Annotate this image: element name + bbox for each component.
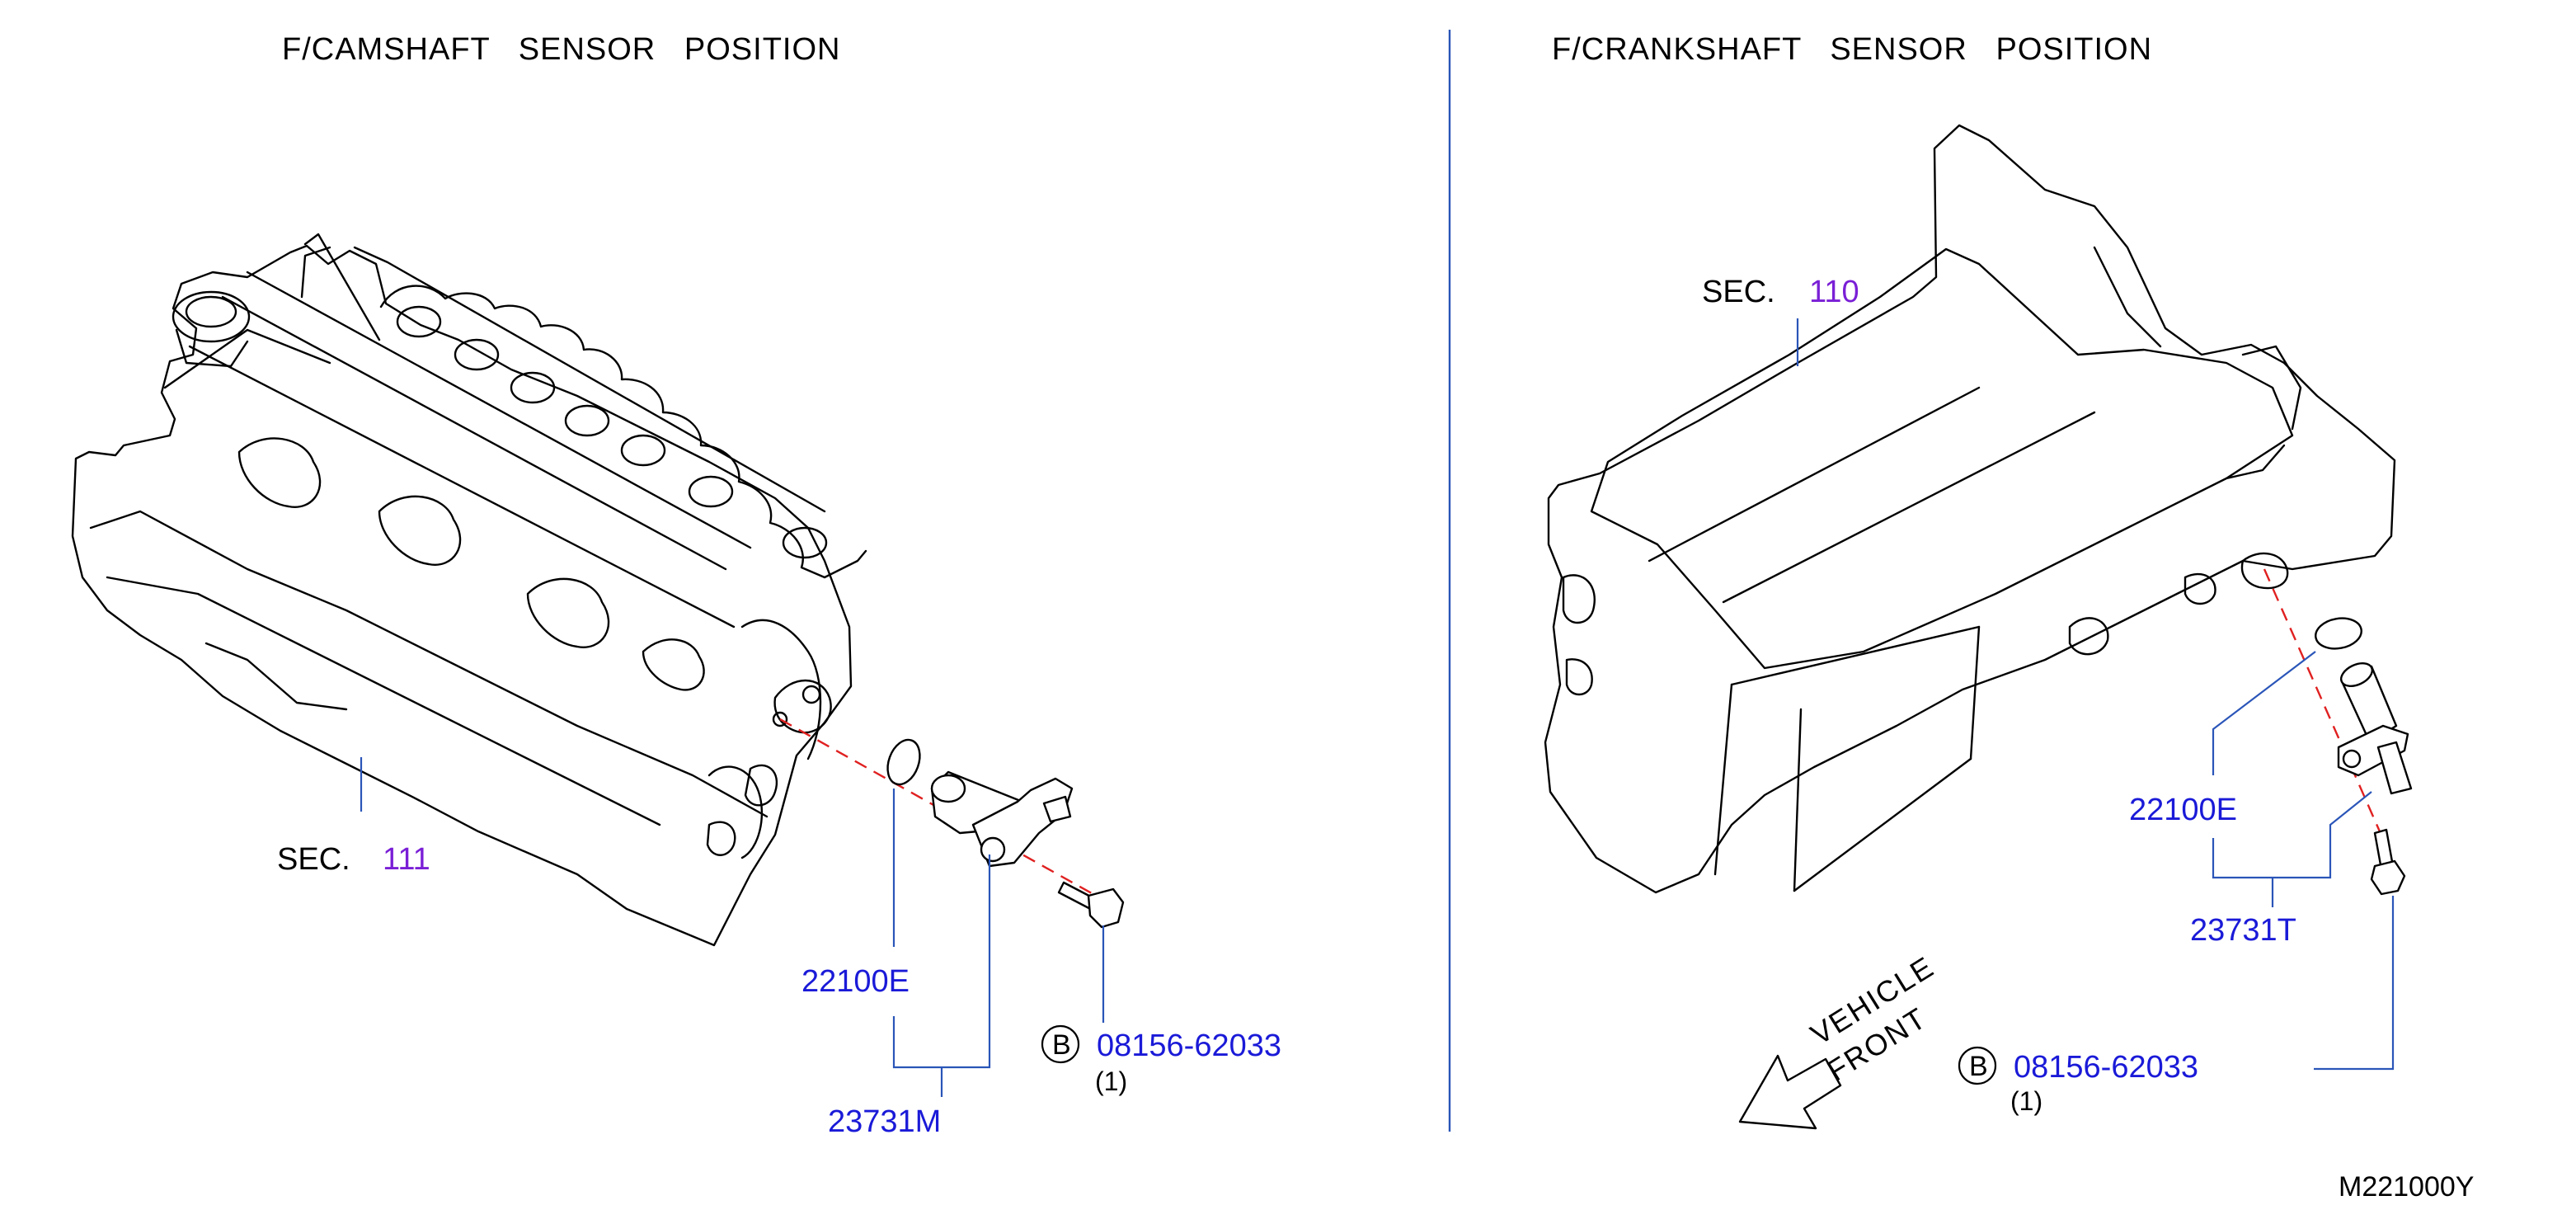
oil-pan-outline xyxy=(1544,124,2396,894)
sec-label-110: SEC. xyxy=(1702,275,1775,309)
sec-label-111: SEC. xyxy=(277,842,350,877)
crankshaft-part-23731t[interactable]: 23731T xyxy=(2190,913,2296,948)
camshaft-panel: F/CAMSHAFT SENSOR POSITION xyxy=(71,32,1281,1139)
camshaft-bolt-qty: (1) xyxy=(1095,1066,1127,1096)
crankshaft-part-22100e[interactable]: 22100E xyxy=(2129,793,2237,827)
crankshaft-sensor-drawing xyxy=(2337,662,2413,795)
crankshaft-bolt-badge-letter: B xyxy=(1969,1051,1988,1082)
crankshaft-22100e-leader xyxy=(2212,651,2316,775)
oil-pan-drawing xyxy=(1544,124,2396,894)
sec-number-110[interactable]: 110 xyxy=(1809,275,1859,309)
crankshaft-panel: F/CRANKSHAFT SENSOR POSITION xyxy=(1544,32,2413,1130)
camshaft-23731m-leader xyxy=(892,854,991,1069)
crankshaft-bolt-drawing xyxy=(2370,828,2406,896)
camshaft-part-22100e[interactable]: 22100E xyxy=(801,964,910,999)
vehicle-front-indicator: VEHICLE FRONT xyxy=(1738,949,1940,1130)
sec-number-111[interactable]: 111 xyxy=(383,842,430,877)
camshaft-bolt-drawing xyxy=(1057,881,1125,929)
crankshaft-panel-title: F/CRANKSHAFT SENSOR POSITION xyxy=(1552,32,2152,67)
crankshaft-o-ring xyxy=(2315,617,2362,650)
camshaft-bolt-badge xyxy=(1041,1024,1080,1064)
camshaft-sensor-drawing xyxy=(930,770,1074,868)
camshaft-part-23731m[interactable]: 23731M xyxy=(828,1104,941,1139)
crankshaft-alignment-line xyxy=(2263,568,2393,859)
crankshaft-bolt-leader xyxy=(2314,896,2395,1071)
camshaft-bolt-badge-letter: B xyxy=(1052,1029,1071,1061)
diagram-code: M221000Y xyxy=(2339,1171,2474,1203)
camshaft-part-08156-62033[interactable]: 08156-62033 xyxy=(1097,1029,1281,1063)
cylinder-head-drawing xyxy=(71,233,867,947)
camshaft-alignment-line xyxy=(779,718,1106,902)
crankshaft-part-08156-62033[interactable]: 08156-62033 xyxy=(2014,1050,2198,1085)
camshaft-o-ring xyxy=(886,738,921,786)
crankshaft-bolt-qty: (1) xyxy=(2010,1086,2042,1116)
camshaft-panel-title: F/CAMSHAFT SENSOR POSITION xyxy=(282,32,840,67)
vehicle-front-arrow-icon xyxy=(1738,1054,1842,1130)
cylinder-head-outline xyxy=(71,244,853,947)
crankshaft-23731t-leader xyxy=(2212,791,2372,879)
crankshaft-bolt-badge xyxy=(1958,1046,1997,1085)
